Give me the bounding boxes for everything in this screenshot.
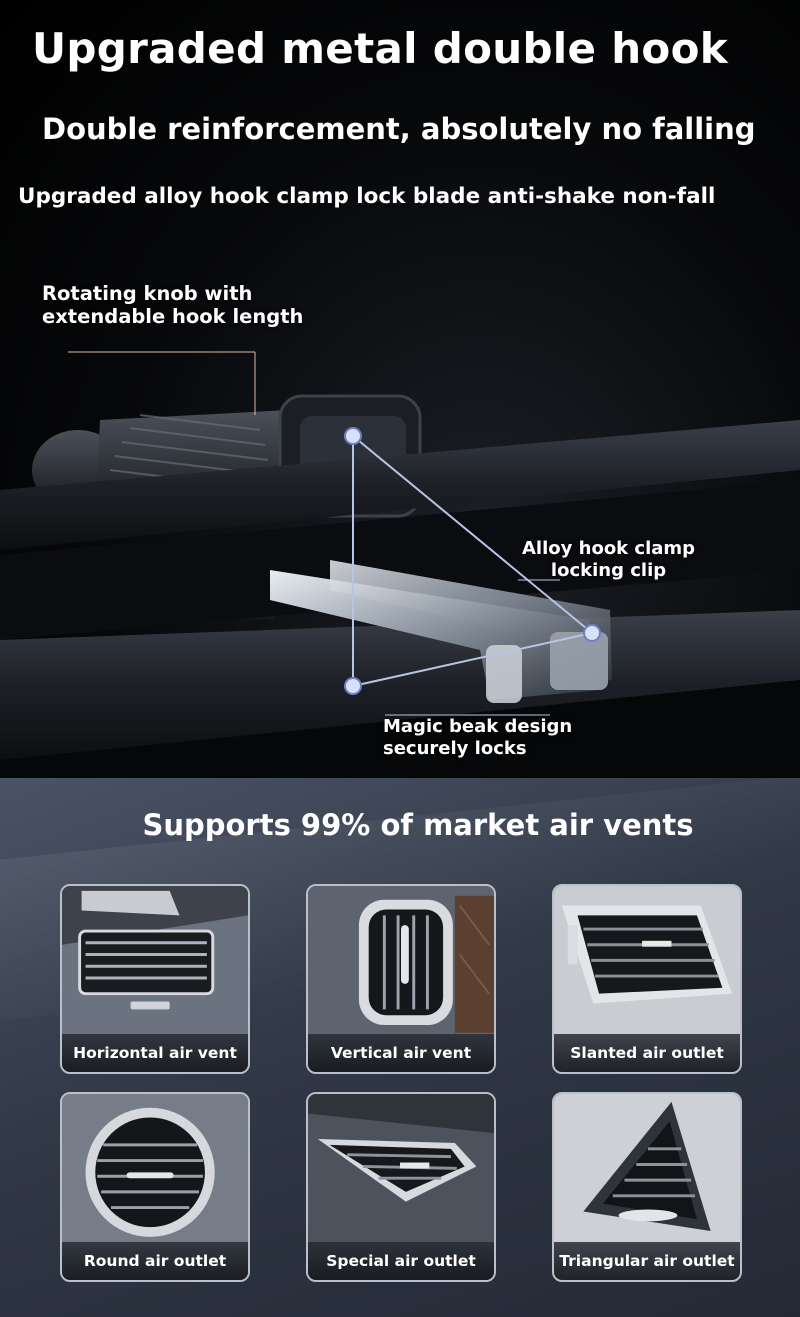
vent-label: Round air outlet	[62, 1242, 248, 1280]
vent-clip-illustration	[0, 351, 800, 760]
callout-locking-clip: Alloy hook clamp locking clip	[522, 538, 695, 581]
vent-card-special: Special air outlet	[306, 1092, 496, 1282]
compatibility-title: Supports 99% of market air vents	[142, 808, 694, 842]
callout-knob-line-2: extendable hook length	[42, 305, 304, 329]
vent-card-horizontal: Horizontal air vent	[60, 884, 250, 1074]
callout-rotating-knob: Rotating knob with extendable hook lengt…	[42, 282, 303, 329]
vent-label: Horizontal air vent	[62, 1034, 248, 1072]
vent-label: Triangular air outlet	[554, 1242, 740, 1280]
subhead: Double reinforcement, absolutely no fall…	[42, 112, 756, 146]
vent-card-vertical: Vertical air vent	[306, 884, 496, 1074]
tagline: Upgraded alloy hook clamp lock blade ant…	[18, 184, 716, 209]
callout-beak-line-2: securely locks	[383, 737, 527, 759]
compatibility-section: Supports 99% of market air vents Horizon…	[0, 778, 800, 1317]
vent-label: Slanted air outlet	[554, 1034, 740, 1072]
callout-clip-line-2: locking clip	[550, 559, 667, 581]
callout-knob-line-1: Rotating knob with	[42, 282, 253, 305]
vent-card-triangular: Triangular air outlet	[552, 1092, 742, 1282]
vent-card-slanted: Slanted air outlet	[552, 884, 742, 1074]
vent-card-round: Round air outlet	[60, 1092, 250, 1282]
vent-label: Vertical air vent	[308, 1034, 494, 1072]
headline: Upgraded metal double hook	[32, 24, 728, 73]
callout-magic-beak: Magic beak design securely locks	[383, 716, 572, 759]
callout-beak-line-1: Magic beak design	[383, 716, 573, 737]
vent-label: Special air outlet	[308, 1242, 494, 1280]
callout-clip-line-1: Alloy hook clamp	[522, 538, 696, 559]
hero-section: Upgraded metal double hook Double reinfo…	[0, 0, 800, 778]
